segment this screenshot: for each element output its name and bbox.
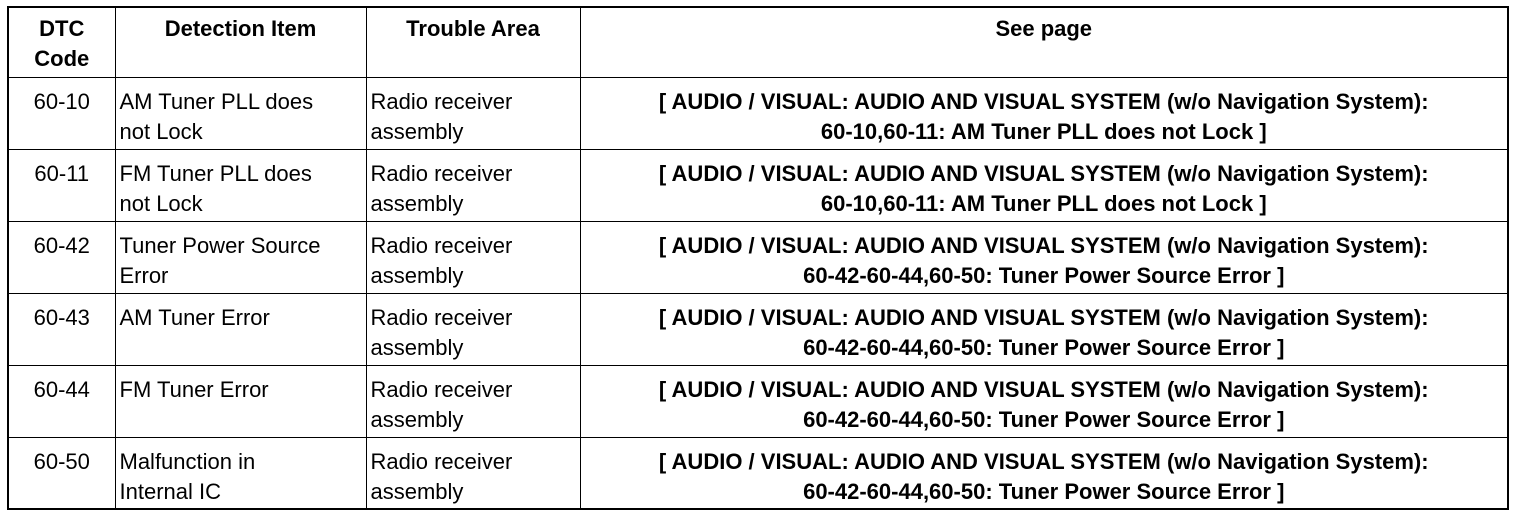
trouble-area-cell: Radio receiver assembly xyxy=(365,292,581,366)
detection-line: not Lock xyxy=(119,190,203,216)
detection-line: Malfunction in xyxy=(119,448,256,474)
dtc-code-cell: 60-43 xyxy=(7,292,116,366)
trouble-area-cell: Radio receiver assembly xyxy=(365,76,581,150)
dtc-code-cell: 60-50 xyxy=(7,436,116,510)
trouble-line: assembly xyxy=(370,406,464,432)
trouble-area-cell: Radio receiver assembly xyxy=(365,220,581,294)
trouble-line: Radio receiver xyxy=(370,232,513,258)
see-page-line: [ AUDIO / VISUAL: AUDIO AND VISUAL SYSTE… xyxy=(658,160,1429,186)
see-page-line: [ AUDIO / VISUAL: AUDIO AND VISUAL SYSTE… xyxy=(658,304,1429,330)
see-page-line: 60-10,60-11: AM Tuner PLL does not Lock … xyxy=(820,118,1267,144)
table-row: 60-11 FM Tuner PLL does not Lock Radio r… xyxy=(7,148,1509,222)
trouble-line: Radio receiver xyxy=(370,376,513,402)
see-page-line: 60-42-60-44,60-50: Tuner Power Source Er… xyxy=(803,478,1285,504)
table-row: 60-10 AM Tuner PLL does not Lock Radio r… xyxy=(7,76,1509,150)
detection-line: AM Tuner Error xyxy=(119,304,270,330)
trouble-line: assembly xyxy=(370,118,464,144)
see-page-link[interactable]: [ AUDIO / VISUAL: AUDIO AND VISUAL SYSTE… xyxy=(579,292,1509,366)
trouble-line: Radio receiver xyxy=(370,88,513,114)
trouble-line: Radio receiver xyxy=(370,448,513,474)
dtc-code-cell: 60-11 xyxy=(7,148,116,222)
table-row: 60-44 FM Tuner Error Radio receiver asse… xyxy=(7,364,1509,438)
detection-line: Tuner Power Source xyxy=(119,232,321,258)
header-trouble-area: Trouble Area xyxy=(365,6,581,78)
table-body: 60-10 AM Tuner PLL does not Lock Radio r… xyxy=(7,76,1509,510)
detection-line: FM Tuner PLL does xyxy=(119,160,312,186)
see-page-link[interactable]: [ AUDIO / VISUAL: AUDIO AND VISUAL SYSTE… xyxy=(579,148,1509,222)
header-see-page: See page xyxy=(579,6,1509,78)
detection-item-cell: FM Tuner Error xyxy=(114,364,367,438)
header-dtc-code-line1: DTC xyxy=(39,16,85,41)
dtc-code-cell: 60-10 xyxy=(7,76,116,150)
trouble-line: Radio receiver xyxy=(370,304,513,330)
see-page-link[interactable]: [ AUDIO / VISUAL: AUDIO AND VISUAL SYSTE… xyxy=(579,364,1509,438)
detection-item-cell: Malfunction in Internal IC xyxy=(114,436,367,510)
detection-item-cell: Tuner Power Source Error xyxy=(114,220,367,294)
trouble-area-cell: Radio receiver assembly xyxy=(365,148,581,222)
see-page-link[interactable]: [ AUDIO / VISUAL: AUDIO AND VISUAL SYSTE… xyxy=(579,436,1509,510)
see-page-link[interactable]: [ AUDIO / VISUAL: AUDIO AND VISUAL SYSTE… xyxy=(579,76,1509,150)
trouble-area-cell: Radio receiver assembly xyxy=(365,364,581,438)
trouble-line: assembly xyxy=(370,334,464,360)
see-page-line: 60-42-60-44,60-50: Tuner Power Source Er… xyxy=(803,406,1285,432)
header-dtc-code-line2: Code xyxy=(34,46,90,71)
see-page-line: [ AUDIO / VISUAL: AUDIO AND VISUAL SYSTE… xyxy=(658,448,1429,474)
trouble-line: assembly xyxy=(370,478,464,504)
see-page-line: 60-42-60-44,60-50: Tuner Power Source Er… xyxy=(803,262,1285,288)
header-dtc-code: DTC Code xyxy=(7,6,116,78)
header-row: DTC Code Detection Item Trouble Area See… xyxy=(7,6,1509,78)
trouble-line: assembly xyxy=(370,262,464,288)
see-page-line: [ AUDIO / VISUAL: AUDIO AND VISUAL SYSTE… xyxy=(658,88,1429,114)
trouble-line: assembly xyxy=(370,190,464,216)
dtc-code-cell: 60-44 xyxy=(7,364,116,438)
see-page-link[interactable]: [ AUDIO / VISUAL: AUDIO AND VISUAL SYSTE… xyxy=(579,220,1509,294)
see-page-line: 60-42-60-44,60-50: Tuner Power Source Er… xyxy=(803,334,1285,360)
detection-line: Internal IC xyxy=(119,478,222,504)
detection-line: Error xyxy=(119,262,169,288)
table-header: DTC Code Detection Item Trouble Area See… xyxy=(7,6,1509,78)
table-row: 60-43 AM Tuner Error Radio receiver asse… xyxy=(7,292,1509,366)
table-row: 60-50 Malfunction in Internal IC Radio r… xyxy=(7,436,1509,510)
dtc-code-cell: 60-42 xyxy=(7,220,116,294)
table-row: 60-42 Tuner Power Source Error Radio rec… xyxy=(7,220,1509,294)
detection-line: not Lock xyxy=(119,118,203,144)
header-detection-item: Detection Item xyxy=(114,6,367,78)
see-page-line: [ AUDIO / VISUAL: AUDIO AND VISUAL SYSTE… xyxy=(658,376,1429,402)
trouble-area-cell: Radio receiver assembly xyxy=(365,436,581,510)
trouble-line: Radio receiver xyxy=(370,160,513,186)
see-page-line: 60-10,60-11: AM Tuner PLL does not Lock … xyxy=(820,190,1267,216)
dtc-table: DTC Code Detection Item Trouble Area See… xyxy=(7,6,1509,510)
detection-item-cell: AM Tuner PLL does not Lock xyxy=(114,76,367,150)
see-page-line: [ AUDIO / VISUAL: AUDIO AND VISUAL SYSTE… xyxy=(658,232,1429,258)
detection-item-cell: FM Tuner PLL does not Lock xyxy=(114,148,367,222)
detection-line: AM Tuner PLL does xyxy=(119,88,314,114)
detection-item-cell: AM Tuner Error xyxy=(114,292,367,366)
detection-line: FM Tuner Error xyxy=(119,376,269,402)
